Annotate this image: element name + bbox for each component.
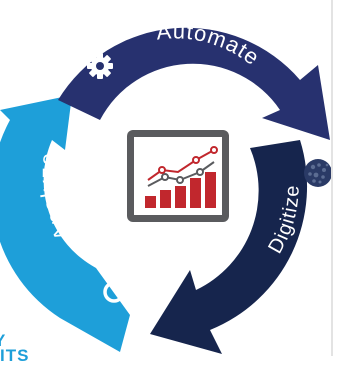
panel-divider	[331, 0, 333, 356]
chart-dashboard-icon	[127, 130, 229, 222]
digitize-segment	[150, 140, 308, 354]
gear-icon	[87, 53, 113, 79]
automate-segment	[58, 27, 330, 140]
dashboard-trend-red	[147, 149, 215, 181]
cycle-graphic: Automate Digitize Analyze	[0, 27, 332, 354]
cutoff-text-line1: Y	[0, 332, 6, 349]
cycle-diagram: Automate Digitize Analyze	[0, 0, 333, 364]
analyze-segment	[0, 95, 130, 352]
magnifier-icon	[103, 281, 143, 303]
dashboard-bars	[145, 172, 216, 208]
globe-icon	[304, 159, 332, 187]
